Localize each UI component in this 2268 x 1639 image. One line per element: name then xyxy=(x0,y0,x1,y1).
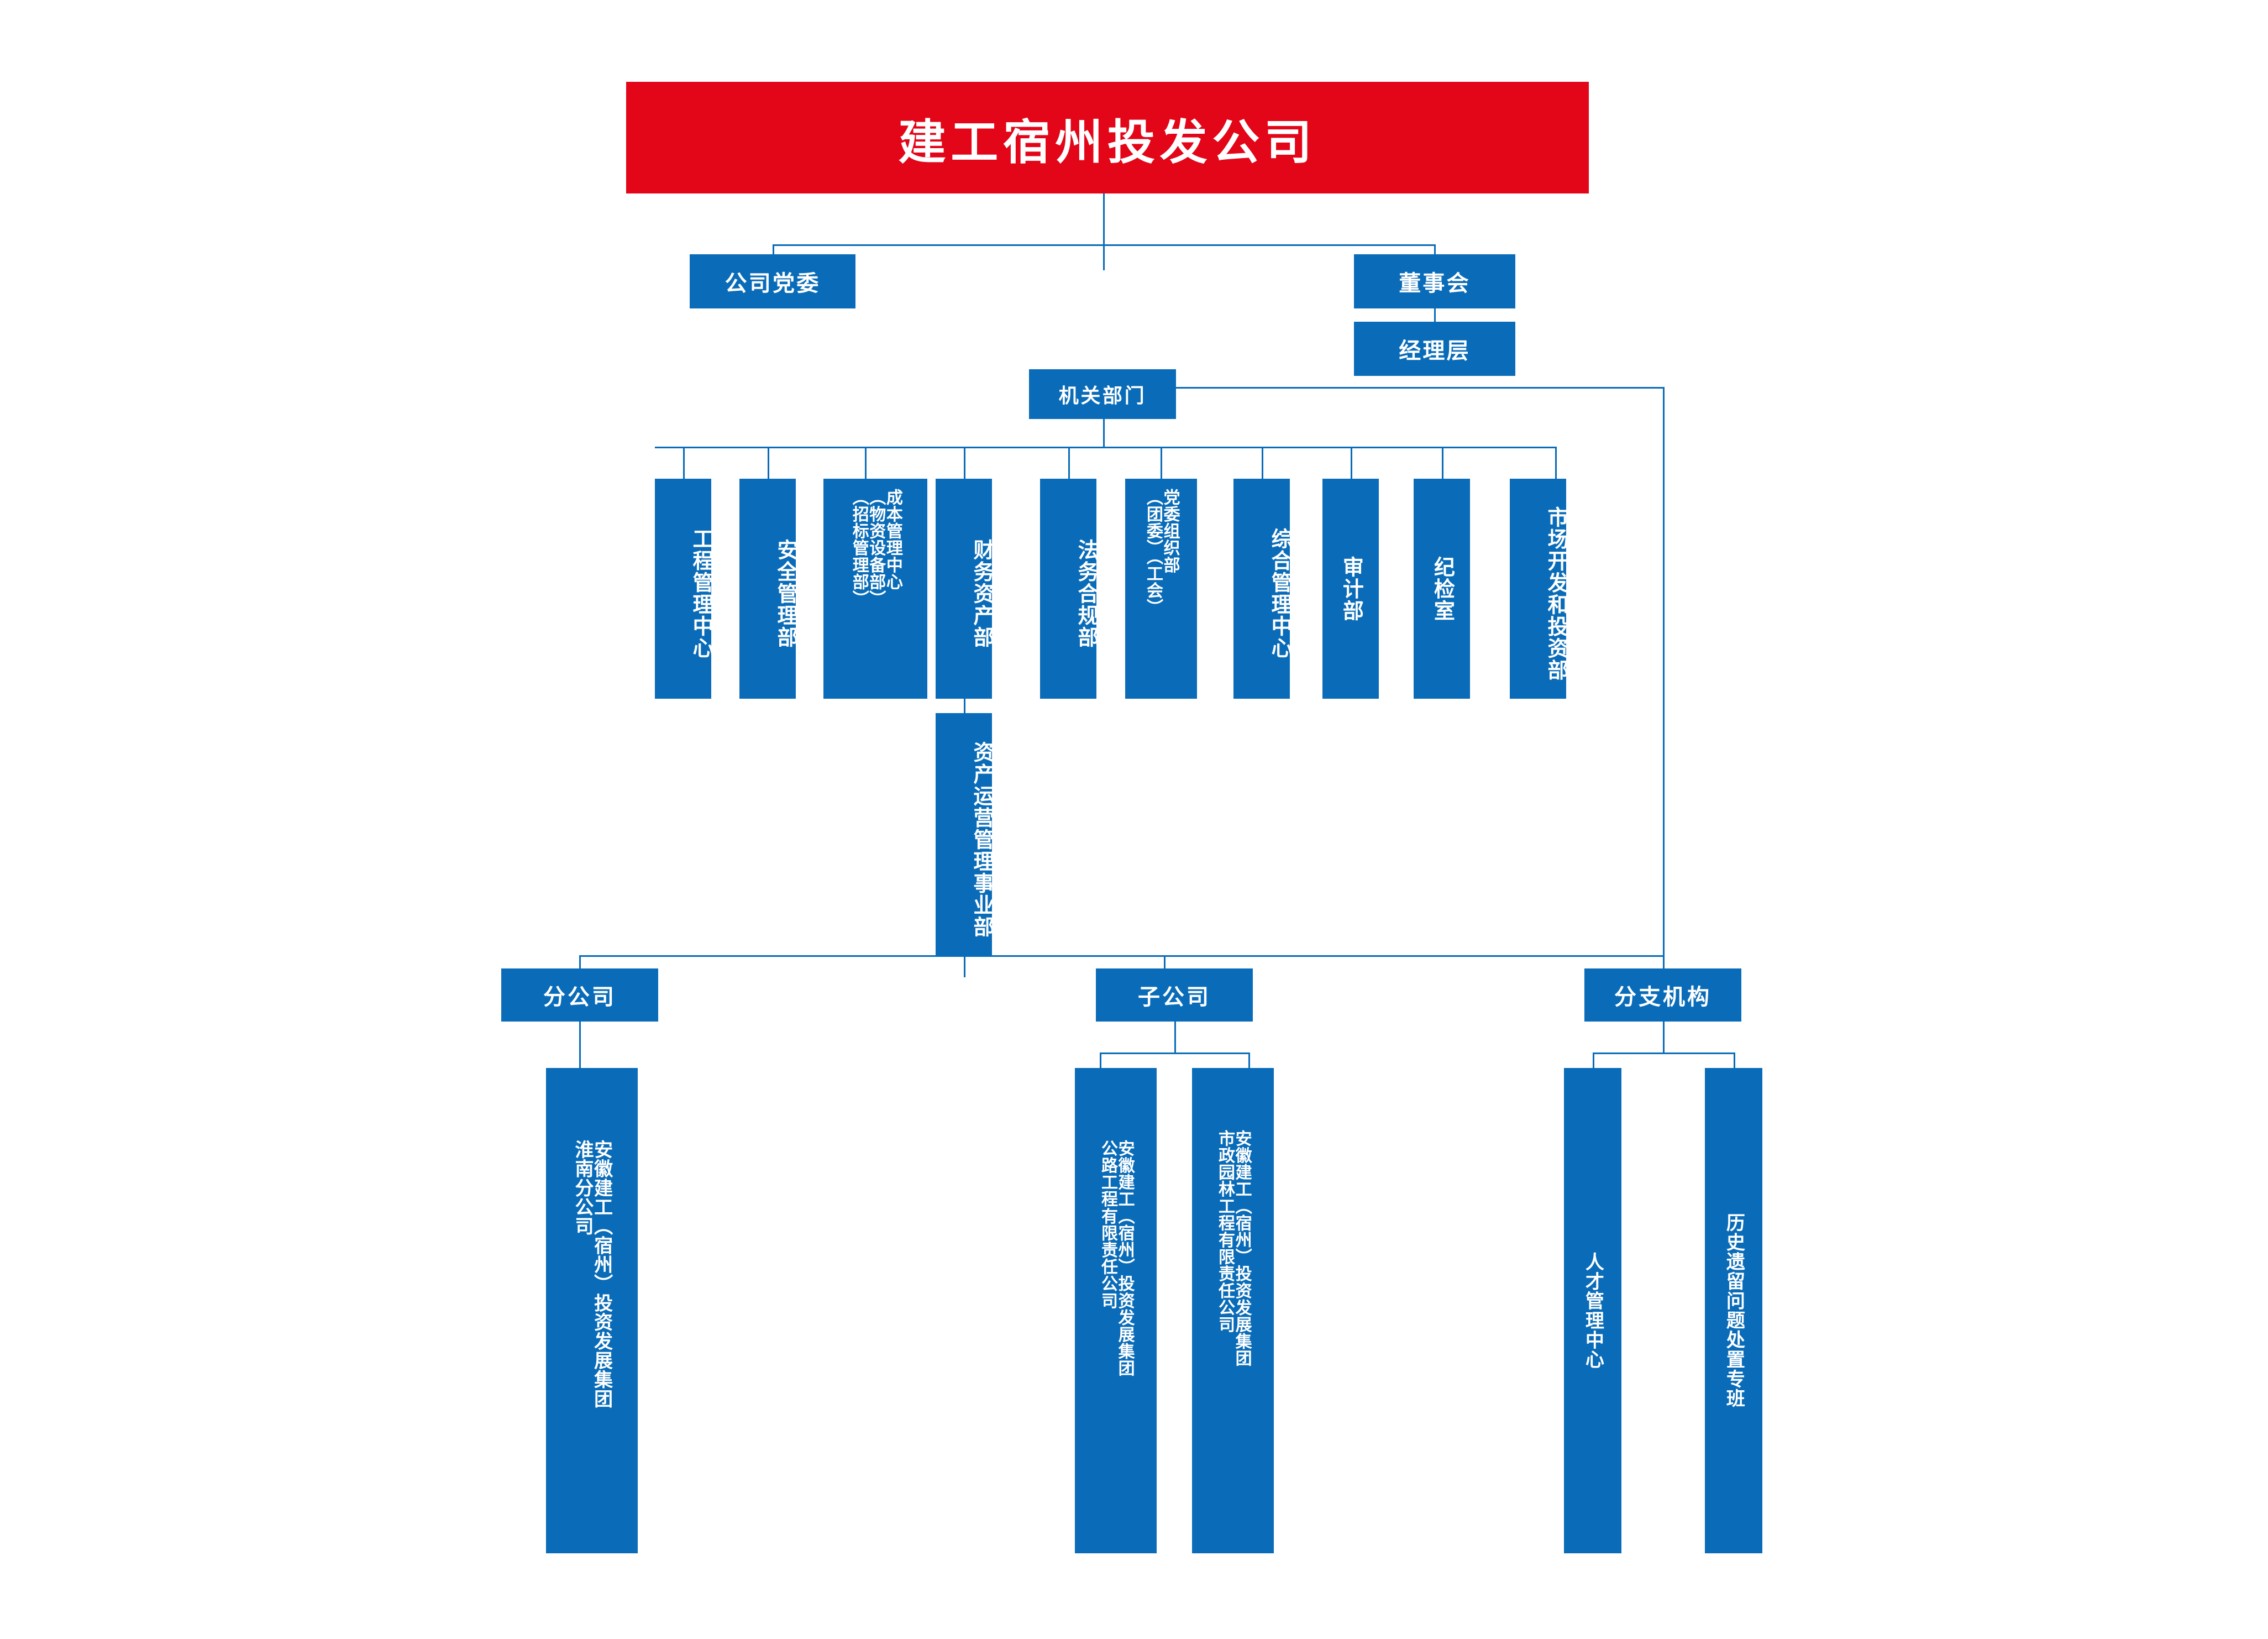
connector-groups-bus xyxy=(579,955,1664,957)
connector-institution-to-child-1 xyxy=(1593,1052,1594,1077)
node-department-cost-management-center[interactable]: 成本管理中心 （物资设备部） （招标管理部） xyxy=(823,479,927,699)
node-head-office-departments[interactable]: 机关部门 xyxy=(1029,369,1176,419)
node-department-market-development-investment[interactable]: 市场开发和投资部 xyxy=(1510,479,1567,699)
connector-to-group-subsidiary xyxy=(1164,955,1166,975)
connector-institution-bus xyxy=(1593,1052,1735,1054)
node-department-safety-management[interactable]: 安全管理部 xyxy=(739,479,797,699)
node-party-committee[interactable]: 公司党委 xyxy=(690,254,855,308)
node-department-finance-assets[interactable]: 财务资产部 xyxy=(936,479,993,699)
connector-departments-stem xyxy=(1103,419,1105,448)
connector-dept-9 xyxy=(1442,447,1443,480)
connector-asset-ops-down xyxy=(964,956,965,977)
branch-1-col-group: 安徽建工（宿州）投资发展集团 xyxy=(591,1140,612,1408)
node-board-of-directors[interactable]: 董事会 xyxy=(1354,254,1515,308)
connector-to-group-branch xyxy=(579,955,581,975)
party-org-col-youth-union: （团委）（工会） xyxy=(1144,489,1162,616)
subsidiary-1-col-group: 安徽建工（宿州）投资发展集团 xyxy=(1115,1140,1134,1377)
connector-branch-to-child-1 xyxy=(579,1022,581,1077)
cost-center-col-main: 成本管理中心 xyxy=(883,489,902,590)
node-group-branch-institution[interactable]: 分支机构 xyxy=(1584,968,1741,1022)
connector-subsidiary-to-child-1 xyxy=(1100,1052,1101,1077)
connector-dept-5 xyxy=(1068,447,1070,480)
node-department-engineering-management-center[interactable]: 工程管理中心 xyxy=(655,479,712,699)
cost-center-col-materials: （物资设备部） xyxy=(867,489,885,608)
node-department-party-organization[interactable]: 党委组织部 （团委）（工会） xyxy=(1125,479,1197,699)
node-department-audit[interactable]: 审计部 xyxy=(1322,479,1379,699)
connector-dept-3 xyxy=(865,447,867,480)
connector-root-stem xyxy=(1103,193,1105,270)
node-group-subsidiary-company[interactable]: 子公司 xyxy=(1096,968,1253,1022)
connector-dept-6 xyxy=(1161,447,1162,480)
connector-subsidiary-bus xyxy=(1100,1052,1250,1054)
connector-dept-7 xyxy=(1262,447,1263,480)
node-department-asset-operation-division[interactable]: 资产运营管理事业部 xyxy=(936,713,993,956)
connector-dept-8 xyxy=(1351,447,1352,480)
connector-to-group-institution xyxy=(1663,955,1665,975)
subsidiary-1-col-company: 公路工程有限责任公司 xyxy=(1099,1140,1117,1309)
node-department-discipline-inspection[interactable]: 纪检室 xyxy=(1414,479,1470,699)
connector-institution-stem xyxy=(1663,1022,1665,1054)
node-subsidiary-municipal-landscape-engineering[interactable]: 安徽建工（宿州）投资发展集团 市政园林工程有限责任公司 xyxy=(1192,1068,1274,1553)
node-group-branch-company[interactable]: 分公司 xyxy=(501,968,658,1022)
node-subsidiary-highway-engineering[interactable]: 安徽建工（宿州）投资发展集团 公路工程有限责任公司 xyxy=(1075,1068,1157,1553)
node-institution-legacy-issues-task-force[interactable]: 历史遗留问题处置专班 xyxy=(1705,1068,1762,1553)
connector-dept-2 xyxy=(768,447,769,480)
connector-dept-4 xyxy=(964,447,965,480)
subsidiary-2-col-company: 市政园林工程有限责任公司 xyxy=(1216,1130,1234,1333)
connector-institution-to-child-2 xyxy=(1734,1052,1735,1077)
connector-subsidiary-stem xyxy=(1174,1022,1176,1054)
node-institution-talent-management-center[interactable]: 人才管理中心 xyxy=(1564,1068,1621,1553)
branch-1-col-office: 淮南分公司 xyxy=(572,1140,593,1236)
party-org-col-main: 党委组织部 xyxy=(1161,489,1179,573)
connector-subsidiary-to-child-2 xyxy=(1248,1052,1250,1077)
node-branch-anhui-jiangong-suzhou-huainan[interactable]: 安徽建工（宿州）投资发展集团 淮南分公司 xyxy=(546,1068,638,1553)
node-department-legal-compliance[interactable]: 法务合规部 xyxy=(1040,479,1098,699)
connector-right-rail-top xyxy=(1176,387,1665,389)
connector-right-rail-vertical xyxy=(1663,387,1665,956)
node-department-general-management-center[interactable]: 综合管理中心 xyxy=(1233,479,1291,699)
node-management-layer[interactable]: 经理层 xyxy=(1354,322,1515,376)
connector-dept-1 xyxy=(683,447,685,480)
subsidiary-2-col-group: 安徽建工（宿州）投资发展集团 xyxy=(1232,1130,1251,1367)
connector-finance-to-asset-ops xyxy=(964,699,965,725)
cost-center-col-bidding: （招标管理部） xyxy=(849,489,868,608)
root-company-banner: 建工宿州投发公司 xyxy=(626,82,1589,193)
connector-dept-10 xyxy=(1555,447,1557,480)
connector-board-to-management xyxy=(1434,308,1436,332)
connector-level2-bar xyxy=(773,244,1436,246)
connector-departments-bus xyxy=(655,447,1557,448)
